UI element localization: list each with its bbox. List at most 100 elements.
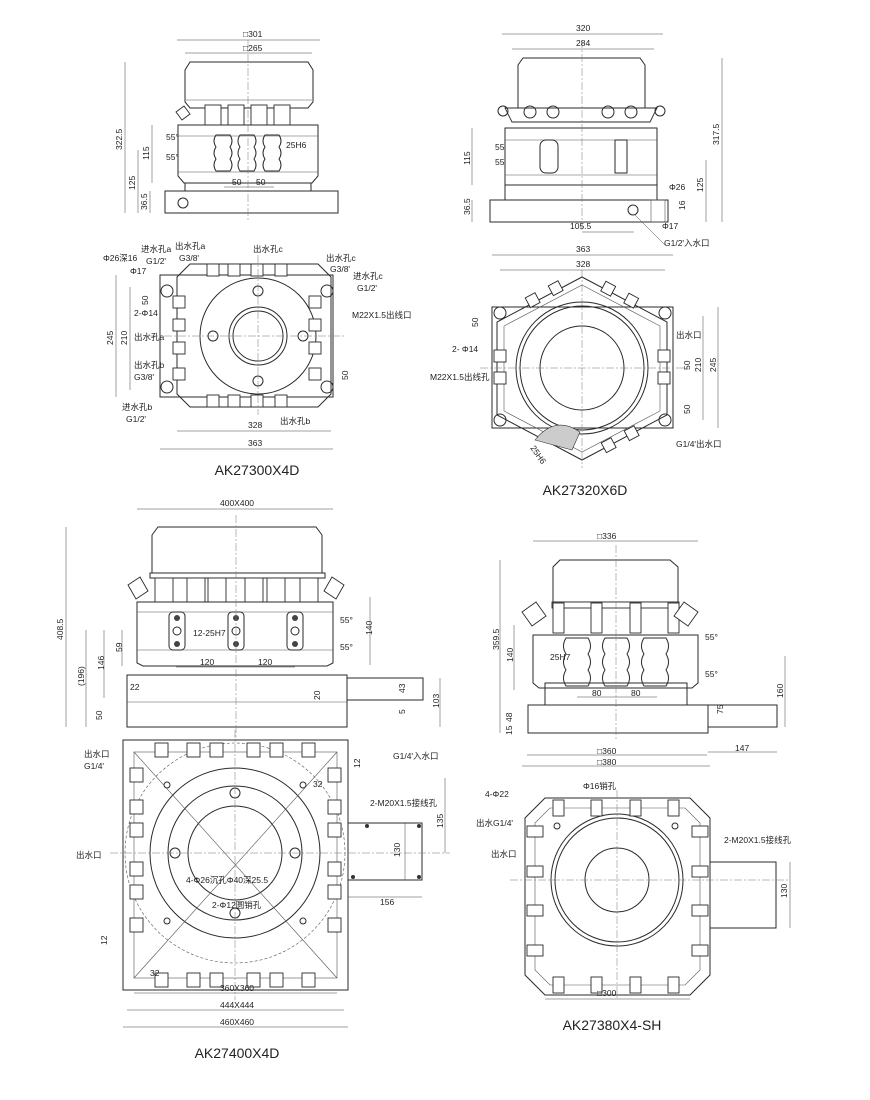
callout: G1/2' xyxy=(146,256,166,266)
dimension: (196) xyxy=(76,666,86,686)
side-view xyxy=(499,540,786,767)
callout: Φ26深16 xyxy=(103,253,137,263)
callout: G3/8' xyxy=(330,264,350,274)
dimension: 210 xyxy=(693,358,703,372)
callout: 2- Φ14 xyxy=(452,344,478,354)
angle-label: 55 xyxy=(495,142,505,152)
callout: 出水孔b xyxy=(280,416,311,426)
tolerance-label: 25H6 xyxy=(286,140,307,150)
dimension: 22 xyxy=(130,682,140,692)
dimension: 103 xyxy=(431,694,441,708)
callout: G3/8' xyxy=(134,372,154,382)
dimension: 12 xyxy=(99,935,109,945)
dimension: 20 xyxy=(312,690,322,700)
drawing-ak27320x6d xyxy=(471,33,723,468)
dimension: 460X460 xyxy=(220,1017,254,1027)
callout: G1/2'入水口 xyxy=(664,238,710,248)
dimension: 363 xyxy=(576,244,590,254)
dimension: 400X400 xyxy=(220,498,254,508)
dimension: 115 xyxy=(141,146,151,160)
dimension: 359.5 xyxy=(491,628,501,650)
dimension: 245 xyxy=(105,331,115,345)
callout: 2-Φ14 xyxy=(134,308,158,318)
dimension: 36.5 xyxy=(462,198,472,215)
dimension: 48 xyxy=(504,712,514,722)
callout: G1/2' xyxy=(126,414,146,424)
callout: Φ16销孔 xyxy=(583,781,617,791)
dimension: 50 xyxy=(470,317,480,327)
angle-label: 55° xyxy=(340,642,353,652)
drawing-title: AK27380X4-SH xyxy=(563,1017,662,1033)
dimension: 105.5 xyxy=(570,221,592,231)
dimension: 160 xyxy=(775,684,785,698)
callout: 2-M20X1.5接线孔 xyxy=(370,798,438,808)
dimension: 125 xyxy=(127,176,137,190)
callout: 进水孔a xyxy=(141,244,172,254)
dimension: 50 xyxy=(256,177,266,187)
dimension: 284 xyxy=(576,38,590,48)
callout: 4-Φ26沉孔Φ40深25.5 xyxy=(186,875,268,885)
callout: 进水孔b xyxy=(122,402,153,412)
side-view xyxy=(65,508,441,740)
drawing-ak27300x4d xyxy=(115,39,345,450)
dimension: 156 xyxy=(380,897,394,907)
dimension: Φ17 xyxy=(662,221,679,231)
top-view xyxy=(480,254,719,468)
tolerance-label: 12-25H7 xyxy=(193,628,226,638)
dimension: 328 xyxy=(576,259,590,269)
drawing-ak27380x4-sh xyxy=(499,540,791,1000)
dimension: 245 xyxy=(708,358,718,372)
callout: 出水孔c xyxy=(326,253,357,263)
dimension: 140 xyxy=(364,621,374,635)
callout: M22X1.5出线口 xyxy=(352,310,412,320)
dimension: 50 xyxy=(94,710,104,720)
dimension: 36.5 xyxy=(139,193,149,210)
tolerance-label: 25H7 xyxy=(550,652,571,662)
dimension: 130 xyxy=(392,843,402,857)
dimension: 16 xyxy=(677,200,687,210)
dimension: □360 xyxy=(597,746,617,756)
dimension: 146 xyxy=(96,656,106,670)
top-view xyxy=(115,255,345,450)
callout: 出水孔c xyxy=(253,244,284,254)
angle-label: 55° xyxy=(705,632,718,642)
callout: 2-M20X1.5接线孔 xyxy=(724,835,792,845)
callout: G1/4' xyxy=(84,761,104,771)
callout: 4-Φ22 xyxy=(485,789,509,799)
dimension: 50 xyxy=(682,404,692,414)
dimension: 408.5 xyxy=(55,618,65,640)
dimension: 322.5 xyxy=(114,128,124,150)
dimension: 12 xyxy=(352,758,362,768)
dimension: 125 xyxy=(695,178,705,192)
side-view xyxy=(124,39,339,220)
callout: 出水口 xyxy=(76,850,102,860)
dimension: 147 xyxy=(735,743,749,753)
angle-label: 55 xyxy=(495,157,505,167)
dimension: □301 xyxy=(243,29,263,39)
angle-label: 55° xyxy=(705,669,718,679)
callout: 出水口 xyxy=(84,749,110,759)
angle-label: 55° xyxy=(340,615,353,625)
callout: G3/8' xyxy=(179,253,199,263)
dimension: 32 xyxy=(150,968,160,978)
dimension: 75 xyxy=(715,704,725,714)
dimension: 135 xyxy=(435,814,445,828)
dimension: 360X360 xyxy=(220,983,254,993)
dimension: 317.5 xyxy=(711,123,721,145)
dimension: 80 xyxy=(631,688,641,698)
dimension: 50 xyxy=(340,370,350,380)
callout: 进水孔c xyxy=(353,271,384,281)
dimension: □380 xyxy=(597,757,617,767)
dimension: 32 xyxy=(313,779,323,789)
drawing-title: AK27300X4D xyxy=(215,462,300,478)
dimension: 444X444 xyxy=(220,1000,254,1010)
angle-label: 55° xyxy=(166,152,179,162)
callout: G1/4'出水口 xyxy=(676,439,722,449)
callout: 出水口 xyxy=(491,849,517,859)
drawing-title: AK27400X4D xyxy=(195,1045,280,1061)
dimension: 15 xyxy=(504,725,514,735)
dimension: 120 xyxy=(200,657,214,667)
dimension-labels: AK27300X4D□301□265322.511512536.555°55°2… xyxy=(55,23,792,1061)
dimension: □300 xyxy=(597,988,617,998)
top-view xyxy=(110,730,450,1028)
